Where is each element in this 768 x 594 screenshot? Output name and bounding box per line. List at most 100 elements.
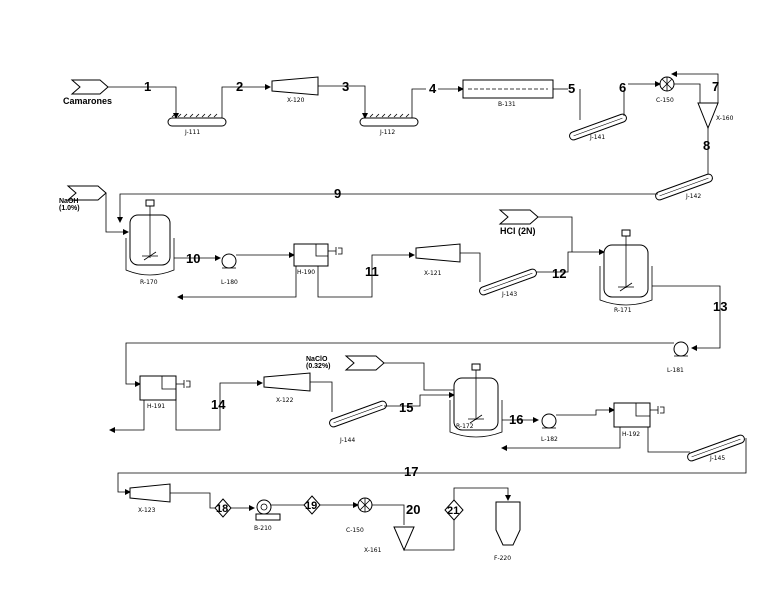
feed-naoh-conc: (1.0%) — [59, 205, 80, 212]
stream-3-label: 3 — [342, 79, 349, 94]
stream-12-label: 12 — [552, 266, 566, 281]
tag-f220: F-220 — [494, 555, 511, 562]
stream-to-j145 — [647, 427, 690, 453]
stream-4-label: 4 — [429, 81, 437, 96]
tag-j142: J-142 — [685, 193, 701, 200]
screw-conveyor-j143: J-143 — [479, 268, 537, 298]
tag-x122: X-122 — [276, 397, 294, 404]
stream-13-label: 13 — [713, 299, 727, 314]
feed-hcl: HCl (2N) — [498, 209, 539, 236]
stream-line-1 — [108, 86, 179, 119]
cyclone-x161: X-161 — [364, 526, 415, 554]
stream-naoh — [105, 193, 129, 235]
screw-conveyor-j145: J-145 — [687, 434, 745, 462]
tag-h192: H-192 — [622, 431, 640, 438]
stream-line-13 — [652, 285, 721, 351]
stream-line-21 — [404, 487, 511, 551]
stream-7-label: 7 — [712, 79, 719, 94]
tag-l181: L-181 — [667, 367, 684, 374]
stream-line-17 — [117, 438, 747, 495]
tag-j112: J-112 — [379, 129, 395, 136]
tag-c150-top: C-150 — [656, 97, 674, 104]
stream-19-label: 19 — [305, 500, 317, 512]
stream-line-14 — [175, 380, 263, 431]
feed-naoh: NaOH (1.0%) — [59, 185, 107, 212]
tag-x121: X-121 — [424, 270, 442, 277]
stream-waste-h192 — [501, 427, 621, 451]
silo-f220: F-220 — [494, 501, 521, 562]
tag-x120: X-120 — [287, 97, 305, 104]
tag-l180: L-180 — [221, 279, 238, 286]
stream-11-label: 11 — [365, 264, 379, 279]
feed-naoh-label: NaOH — [59, 198, 78, 205]
filter-h191: H-191 — [139, 375, 191, 410]
stream-14-label: 14 — [211, 397, 226, 412]
stream-line-18 — [170, 492, 255, 511]
mill-x121: X-121 — [415, 243, 461, 277]
pump-l181: L-181 — [667, 341, 689, 374]
stream-line-11b — [460, 252, 481, 282]
screw-conveyor-j141: J-141 — [569, 113, 627, 141]
feed-naclo-conc: (0.32%) — [306, 363, 331, 370]
stream-waste-h190 — [177, 266, 297, 300]
stream-20-label: 20 — [406, 502, 420, 517]
tag-c150-bottom: C-150 — [346, 527, 364, 534]
stream-17-label: 17 — [404, 464, 418, 479]
cyclone-x160: X-160 — [697, 102, 734, 130]
conveyor-j111: J-111 — [167, 113, 227, 136]
stream-line-4 — [411, 88, 426, 118]
feed-hcl-label: HCl (2N) — [500, 226, 536, 236]
stream-9-label: 9 — [334, 186, 341, 201]
conveyor-j112: J-112 — [359, 113, 419, 136]
tag-x161: X-161 — [364, 547, 382, 554]
tag-h190: H-190 — [297, 269, 315, 276]
mill-x123: X-123 — [129, 483, 171, 514]
tag-r170: R-170 — [140, 279, 158, 286]
tag-j144: J-144 — [339, 437, 355, 444]
stream-1-label: 1 — [144, 79, 151, 94]
reactor-r170: R-170 — [125, 199, 175, 286]
filter-h192: H-192 — [613, 402, 665, 438]
stream-6-label: 6 — [619, 80, 626, 95]
tag-j143: J-143 — [501, 291, 517, 298]
fan-c150-top: C-150 — [656, 76, 675, 104]
reactor-r171: R-171 — [599, 229, 653, 314]
stream-21-marker: 21 — [444, 499, 464, 521]
stream-hcl — [538, 216, 573, 252]
filter-h190: H-190 — [293, 243, 343, 276]
stream-line-11 — [317, 252, 415, 298]
tag-b131: B-131 — [498, 101, 516, 108]
feed-camarones: Camarones — [63, 79, 112, 106]
tag-r171: R-171 — [614, 307, 632, 314]
tag-j141: J-141 — [589, 134, 605, 141]
stream-16-label: 16 — [509, 412, 523, 427]
stream-line-16b — [556, 407, 615, 416]
stream-18-label: 18 — [216, 503, 228, 515]
stream-line-2 — [221, 84, 271, 118]
tag-l182: L-182 — [541, 436, 558, 443]
stream-line-15 — [384, 392, 455, 407]
tag-b210: B-210 — [254, 525, 272, 532]
stream-line-20 — [372, 504, 405, 525]
tag-x160: X-160 — [716, 115, 734, 122]
stream-line-14b — [310, 381, 333, 412]
screw-conveyor-j142: J-142 — [655, 173, 713, 201]
pump-l182: L-182 — [541, 413, 558, 443]
stream-18-marker: 18 — [214, 498, 232, 518]
stream-10-label: 10 — [186, 251, 200, 266]
stream-5-label: 5 — [568, 81, 575, 96]
stream-naclo — [384, 362, 454, 391]
stream-21-label: 21 — [447, 505, 459, 517]
stream-line-7b — [674, 83, 701, 103]
tag-j111: J-111 — [184, 129, 200, 136]
pump-l180: L-180 — [221, 253, 238, 286]
stream-15-label: 15 — [399, 400, 413, 415]
stream-line-3 — [318, 85, 368, 119]
stream-waste-h191 — [109, 400, 145, 433]
fan-c150-bottom: C-150 — [346, 497, 373, 534]
tag-r172: R-172 — [456, 423, 474, 430]
stream-8-label: 8 — [703, 138, 710, 153]
stream-line-12 — [536, 249, 605, 273]
dryer-b131: B-131 — [462, 79, 554, 108]
